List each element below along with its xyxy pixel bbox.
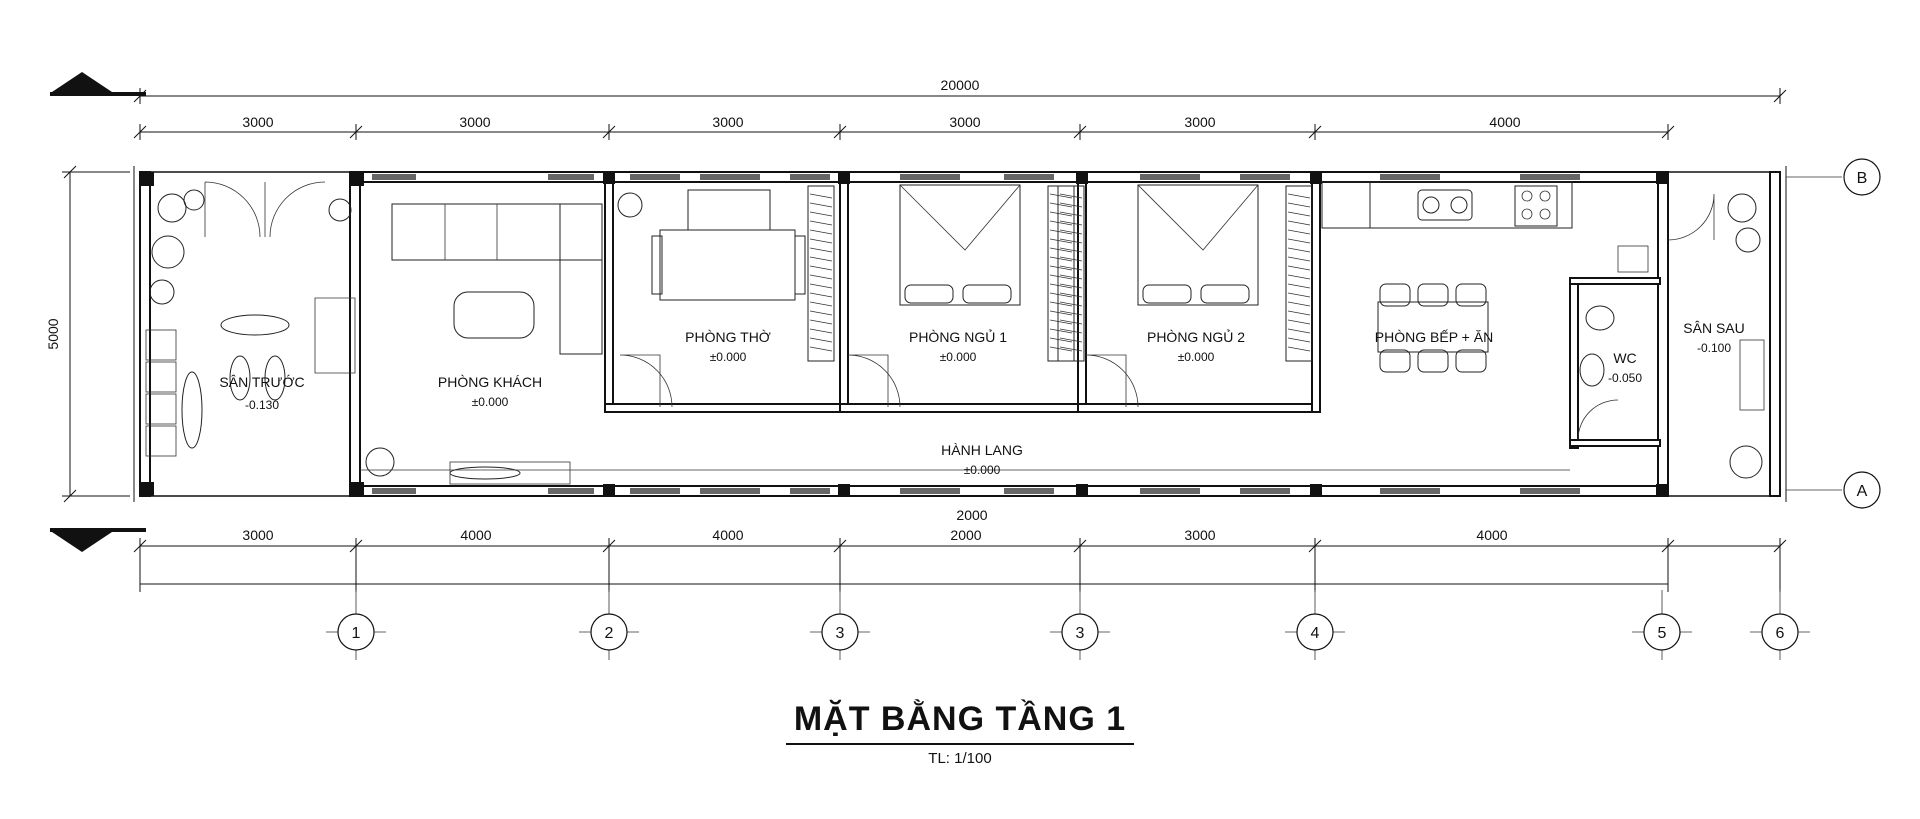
structural-columns bbox=[140, 172, 1668, 496]
grid-label-3b: 3 bbox=[1076, 625, 1085, 642]
room-level-altar: ±0.000 bbox=[710, 350, 747, 364]
section-arrow-bottom-icon bbox=[50, 528, 146, 552]
grid-axis-bubble: 2 bbox=[579, 590, 639, 660]
grid-label-b: B bbox=[1857, 170, 1868, 187]
motorbike-icon bbox=[181, 314, 290, 449]
grid-axis-bubble: 6 bbox=[1750, 590, 1810, 660]
dim-top-6: 4000 bbox=[1489, 114, 1520, 130]
room-labels: SÂN TRƯỚC -0.130 PHÒNG KHÁCH ±0.000 PHÒN… bbox=[219, 320, 1744, 477]
dim-top-3: 3000 bbox=[712, 114, 743, 130]
grid-axis-bubble: 5 bbox=[1632, 590, 1692, 660]
dim-bottom-3: 4000 bbox=[712, 527, 743, 543]
dim-corridor-a: 2000 bbox=[956, 507, 987, 523]
grid-label-6: 6 bbox=[1776, 625, 1785, 642]
room-level-living: ±0.000 bbox=[472, 395, 509, 409]
room-name-bedroom-1: PHÒNG NGỦ 1 bbox=[909, 328, 1007, 345]
grid-axis-rows: B A bbox=[1786, 158, 1881, 509]
grid-label-3a: 3 bbox=[836, 625, 845, 642]
drawing-title-text: MẶT BẰNG TẦNG 1 bbox=[785, 700, 1135, 745]
top-dimension-line bbox=[133, 124, 1675, 140]
room-name-kitchen: PHÒNG BẾP + ĂN bbox=[1375, 329, 1493, 345]
room-name-corridor: HÀNH LANG bbox=[941, 442, 1023, 458]
dim-bottom-2: 4000 bbox=[460, 527, 491, 543]
kitchen-counter-icon bbox=[1321, 181, 1573, 229]
room-level-bedroom-1: ±0.000 bbox=[940, 350, 977, 364]
left-dimension-line bbox=[62, 165, 130, 503]
room-level-bedroom-2: ±0.000 bbox=[1178, 350, 1215, 364]
grid-axis-bubble: 3 bbox=[810, 590, 870, 660]
grid-axis-columns: 1 2 3 3 4 5 6 bbox=[326, 590, 1810, 660]
overall-dimension-line bbox=[133, 88, 1787, 104]
bottom-dimension-line bbox=[133, 538, 1787, 592]
drawing-title: MẶT BẰNG TẦNG 1 bbox=[0, 700, 1920, 745]
drawing-scale: TL: 1/100 bbox=[928, 750, 992, 767]
grid-label-2: 2 bbox=[605, 625, 614, 642]
grid-label-5: 5 bbox=[1658, 625, 1667, 642]
dim-height: 5000 bbox=[45, 318, 61, 349]
dim-top-2: 3000 bbox=[459, 114, 490, 130]
back-yard-plants-icon bbox=[1667, 193, 1765, 479]
room-name-front-yard: SÂN TRƯỚC bbox=[219, 374, 304, 390]
front-gate bbox=[145, 181, 356, 457]
dim-top-1: 3000 bbox=[242, 114, 273, 130]
grid-label-4: 4 bbox=[1311, 625, 1320, 642]
grid-label-a: A bbox=[1857, 483, 1868, 500]
room-name-back-yard: SÂN SAU bbox=[1683, 320, 1744, 336]
grid-axis-bubble: 3 bbox=[1050, 590, 1110, 660]
dim-top-4: 3000 bbox=[949, 114, 980, 130]
bed-2-icon bbox=[1085, 184, 1259, 408]
room-level-back-yard: -0.100 bbox=[1697, 341, 1731, 355]
grid-axis-bubble: 4 bbox=[1285, 590, 1345, 660]
grid-axis-bubble: 1 bbox=[326, 590, 386, 660]
room-name-altar: PHÒNG THỜ bbox=[685, 329, 771, 345]
sofa-icon bbox=[365, 203, 603, 485]
dim-bottom-1: 3000 bbox=[242, 527, 273, 543]
interior-walls bbox=[604, 181, 1661, 449]
room-level-corridor: ±0.000 bbox=[964, 463, 1001, 477]
room-level-front-yard: -0.130 bbox=[245, 398, 279, 412]
dim-overall: 20000 bbox=[941, 77, 980, 93]
dim-corridor-b: 2000 bbox=[950, 527, 981, 543]
dining-table-icon bbox=[1377, 283, 1489, 373]
wardrobes bbox=[807, 185, 1313, 362]
room-level-wc: -0.050 bbox=[1608, 371, 1642, 385]
room-name-living: PHÒNG KHÁCH bbox=[438, 374, 542, 390]
front-yard-plants-icon bbox=[149, 189, 352, 305]
dim-top-5: 3000 bbox=[1184, 114, 1215, 130]
dim-bottom-5: 4000 bbox=[1476, 527, 1507, 543]
altar-table-icon bbox=[617, 189, 806, 408]
room-name-bedroom-2: PHÒNG NGỦ 2 bbox=[1147, 328, 1245, 345]
section-arrow-top-icon bbox=[50, 72, 146, 96]
grid-label-1: 1 bbox=[352, 625, 361, 642]
dim-bottom-4: 3000 bbox=[1184, 527, 1215, 543]
room-name-wc: WC bbox=[1613, 350, 1636, 366]
bed-1-icon bbox=[847, 184, 1021, 408]
wc-fixtures-icon bbox=[1577, 245, 1649, 441]
